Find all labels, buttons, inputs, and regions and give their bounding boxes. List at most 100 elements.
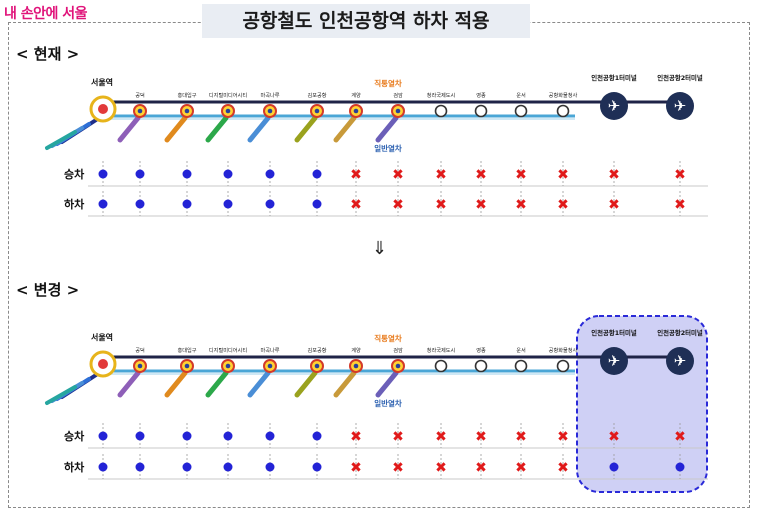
station-label: 홍대입구 bbox=[177, 91, 196, 99]
allowed-dot-icon bbox=[265, 169, 275, 179]
transfer-line bbox=[117, 115, 141, 143]
station-label: 검암 bbox=[393, 91, 403, 99]
transfer-station-core bbox=[225, 108, 231, 114]
not-allowed-x-icon: ✖ bbox=[608, 429, 620, 445]
allowed-dot-icon bbox=[312, 462, 322, 472]
allowed-dot-icon bbox=[265, 199, 275, 209]
allowed-dot-icon bbox=[135, 431, 145, 441]
allowed-dot-icon bbox=[182, 431, 192, 441]
not-allowed-x-icon: ✖ bbox=[350, 460, 362, 476]
transfer-station-core bbox=[395, 363, 401, 369]
station-label: 운서 bbox=[516, 346, 526, 354]
station-marker bbox=[434, 359, 448, 373]
allowed-dot-icon bbox=[182, 169, 192, 179]
transfer-line bbox=[164, 115, 188, 143]
airport-label: 인천공항2터미널 bbox=[657, 73, 703, 82]
station-label: 디지털미디어시티 bbox=[209, 346, 247, 354]
not-allowed-x-icon: ✖ bbox=[608, 197, 620, 213]
not-allowed-x-icon: ✖ bbox=[435, 429, 447, 445]
allowed-dot-icon bbox=[182, 199, 192, 209]
transfer-line bbox=[333, 115, 357, 143]
allowed-dot-icon bbox=[675, 462, 685, 472]
allowed-dot-icon bbox=[609, 462, 619, 472]
airport-label: 인천공항2터미널 bbox=[657, 328, 703, 337]
not-allowed-x-icon: ✖ bbox=[475, 460, 487, 476]
transfer-station-core bbox=[137, 363, 143, 369]
not-allowed-x-icon: ✖ bbox=[475, 167, 487, 183]
airport-badge bbox=[666, 92, 694, 120]
station-marker bbox=[474, 104, 488, 118]
station-marker bbox=[474, 359, 488, 373]
airport-highlight-box bbox=[576, 315, 708, 493]
airport-badge bbox=[600, 92, 628, 120]
station-marker bbox=[514, 359, 528, 373]
transfer-line bbox=[247, 115, 271, 143]
station-label: 청라국제도시 bbox=[427, 346, 456, 354]
allowed-dot-icon bbox=[135, 462, 145, 472]
transfer-line bbox=[375, 115, 399, 143]
not-allowed-x-icon: ✖ bbox=[557, 460, 569, 476]
not-allowed-x-icon: ✖ bbox=[392, 197, 404, 213]
transfer-station-core bbox=[353, 108, 359, 114]
allowed-dot-icon bbox=[265, 431, 275, 441]
transfer-station-core bbox=[137, 108, 143, 114]
logo-text: 내 손안에 서울 bbox=[4, 6, 88, 22]
transfer-line bbox=[164, 370, 188, 398]
not-allowed-x-icon: ✖ bbox=[392, 429, 404, 445]
allowed-dot-icon bbox=[312, 169, 322, 179]
allowed-dot-icon bbox=[98, 169, 108, 179]
not-allowed-x-icon: ✖ bbox=[392, 460, 404, 476]
not-allowed-x-icon: ✖ bbox=[515, 460, 527, 476]
airplane-icon: ✈ bbox=[608, 97, 621, 115]
allowed-dot-icon bbox=[223, 431, 233, 441]
row-label-alighting: 하차 bbox=[64, 460, 85, 474]
station-label-origin: 서울역 bbox=[91, 332, 113, 342]
not-allowed-x-icon: ✖ bbox=[435, 460, 447, 476]
station-marker bbox=[514, 104, 528, 118]
not-allowed-x-icon: ✖ bbox=[557, 197, 569, 213]
station-label: 검암 bbox=[393, 346, 403, 354]
local-train-label: 일반열차 bbox=[374, 398, 402, 408]
station-label: 홍대입구 bbox=[177, 346, 196, 354]
not-allowed-x-icon: ✖ bbox=[557, 167, 569, 183]
station-label-origin: 서울역 bbox=[91, 77, 113, 87]
transfer-station-core bbox=[267, 108, 273, 114]
allowed-dot-icon bbox=[312, 431, 322, 441]
not-allowed-x-icon: ✖ bbox=[392, 167, 404, 183]
section-label-current: < 현재 > bbox=[16, 45, 80, 63]
not-allowed-x-icon: ✖ bbox=[515, 167, 527, 183]
transfer-line bbox=[205, 370, 229, 398]
not-allowed-x-icon: ✖ bbox=[350, 429, 362, 445]
transfer-line-origin bbox=[45, 130, 77, 150]
not-allowed-x-icon: ✖ bbox=[674, 197, 686, 213]
not-allowed-x-icon: ✖ bbox=[674, 167, 686, 183]
station-label: 계양 bbox=[351, 346, 361, 354]
row-label-alighting: 하차 bbox=[64, 197, 85, 211]
airport-label: 인천공항1터미널 bbox=[591, 328, 637, 337]
allowed-dot-icon bbox=[223, 169, 233, 179]
allowed-dot-icon bbox=[98, 199, 108, 209]
station-label: 김포공항 bbox=[307, 91, 326, 99]
allowed-dot-icon bbox=[223, 199, 233, 209]
station-label: 운서 bbox=[516, 91, 526, 99]
airport-badge bbox=[666, 347, 694, 375]
origin-station-core bbox=[98, 359, 108, 369]
transfer-station-core bbox=[184, 363, 190, 369]
transfer-station-core bbox=[314, 363, 320, 369]
express-train-label: 직통열차 bbox=[374, 78, 402, 88]
station-label: 계양 bbox=[351, 91, 361, 99]
not-allowed-x-icon: ✖ bbox=[608, 167, 620, 183]
station-label: 공덕 bbox=[135, 92, 145, 99]
allowed-dot-icon bbox=[265, 462, 275, 472]
down-arrow-icon: ⇓ bbox=[372, 238, 388, 259]
express-train-label: 직통열차 bbox=[374, 333, 402, 343]
allowed-dot-icon bbox=[98, 462, 108, 472]
not-allowed-x-icon: ✖ bbox=[350, 167, 362, 183]
origin-station-core bbox=[98, 104, 108, 114]
transfer-line bbox=[205, 115, 229, 143]
not-allowed-x-icon: ✖ bbox=[475, 429, 487, 445]
allowed-dot-icon bbox=[182, 462, 192, 472]
